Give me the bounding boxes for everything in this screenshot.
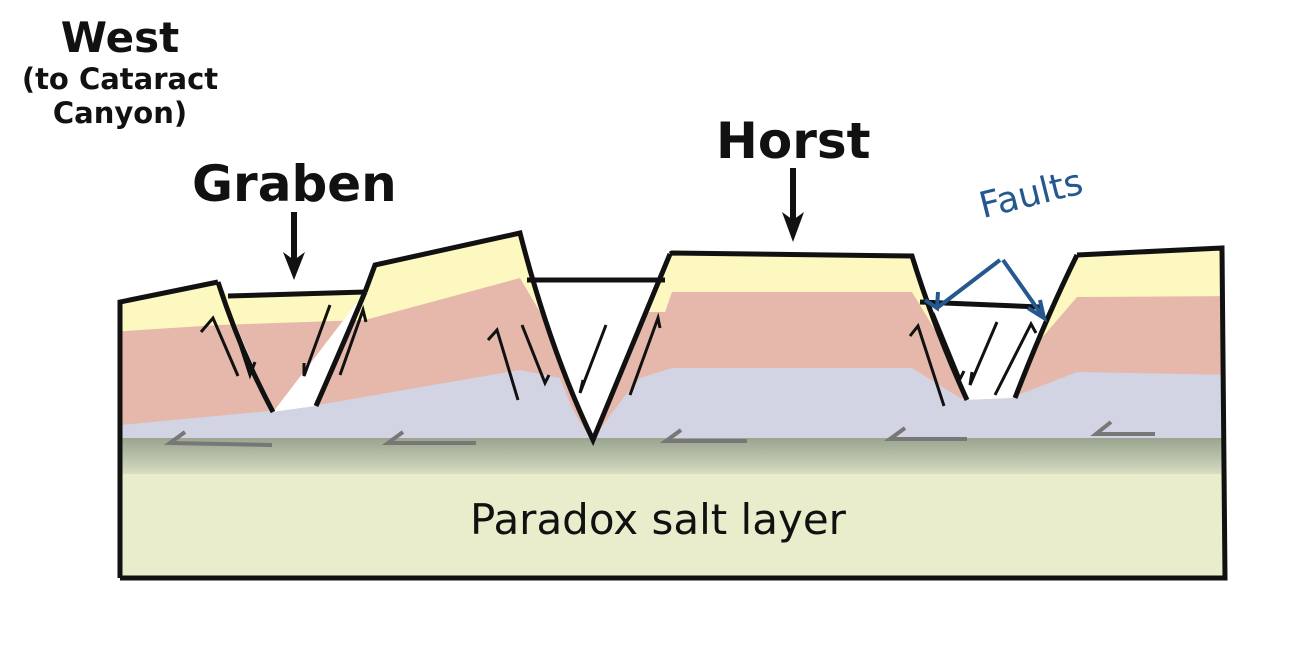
west-label: West (to Cataract Canyon)	[10, 13, 230, 131]
graben-arrow-icon	[283, 212, 305, 280]
shear-band	[120, 438, 1225, 478]
salt-layer	[120, 474, 1225, 578]
salt-layer-label: Paradox salt layer	[470, 495, 846, 544]
west-subtitle-line1: (to Cataract	[21, 62, 219, 96]
shear-arrows	[164, 420, 1155, 447]
graben-label: Graben	[192, 155, 397, 213]
west-subtitle-line2: Canyon)	[52, 96, 188, 130]
fault-motion-arrows	[199, 304, 1038, 407]
horst-arrow-icon	[782, 168, 804, 242]
horst-label: Horst	[716, 112, 871, 170]
west-title: West	[60, 13, 180, 62]
faults-arrow-icon	[923, 258, 1047, 323]
